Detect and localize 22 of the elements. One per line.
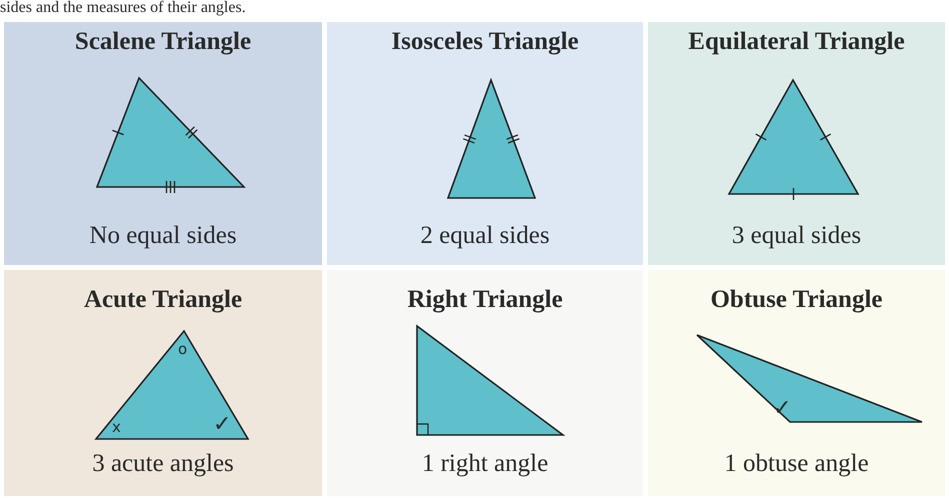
angle-mark: x — [112, 420, 121, 435]
angle-mark: o — [178, 342, 188, 357]
triangle-panel — [648, 22, 945, 265]
angle-mark: ✓ — [773, 398, 792, 420]
panel-caption: 3 acute angles — [91, 450, 235, 478]
panel-caption: 1 right angle — [420, 450, 550, 478]
triangle-panel — [327, 270, 643, 496]
panel-heading: Equilateral Triangle — [687, 28, 906, 56]
panel-heading: Obtuse Triangle — [709, 286, 884, 314]
panel-caption: 3 equal sides — [730, 222, 862, 250]
panel-caption: 2 equal sides — [419, 222, 551, 250]
triangle-panel — [4, 22, 322, 265]
triangle-panel — [648, 270, 945, 496]
panel-heading: Scalene Triangle — [74, 28, 252, 56]
triangle-panel — [4, 270, 322, 496]
angle-mark: ✓ — [213, 414, 232, 436]
panel-heading: Right Triangle — [406, 286, 564, 314]
panel-heading: Acute Triangle — [82, 286, 244, 314]
panel-heading: Isosceles Triangle — [390, 28, 580, 56]
panel-caption: 1 obtuse angle — [723, 450, 870, 478]
panel-caption: No equal sides — [88, 222, 238, 250]
triangle-panel — [327, 22, 643, 265]
